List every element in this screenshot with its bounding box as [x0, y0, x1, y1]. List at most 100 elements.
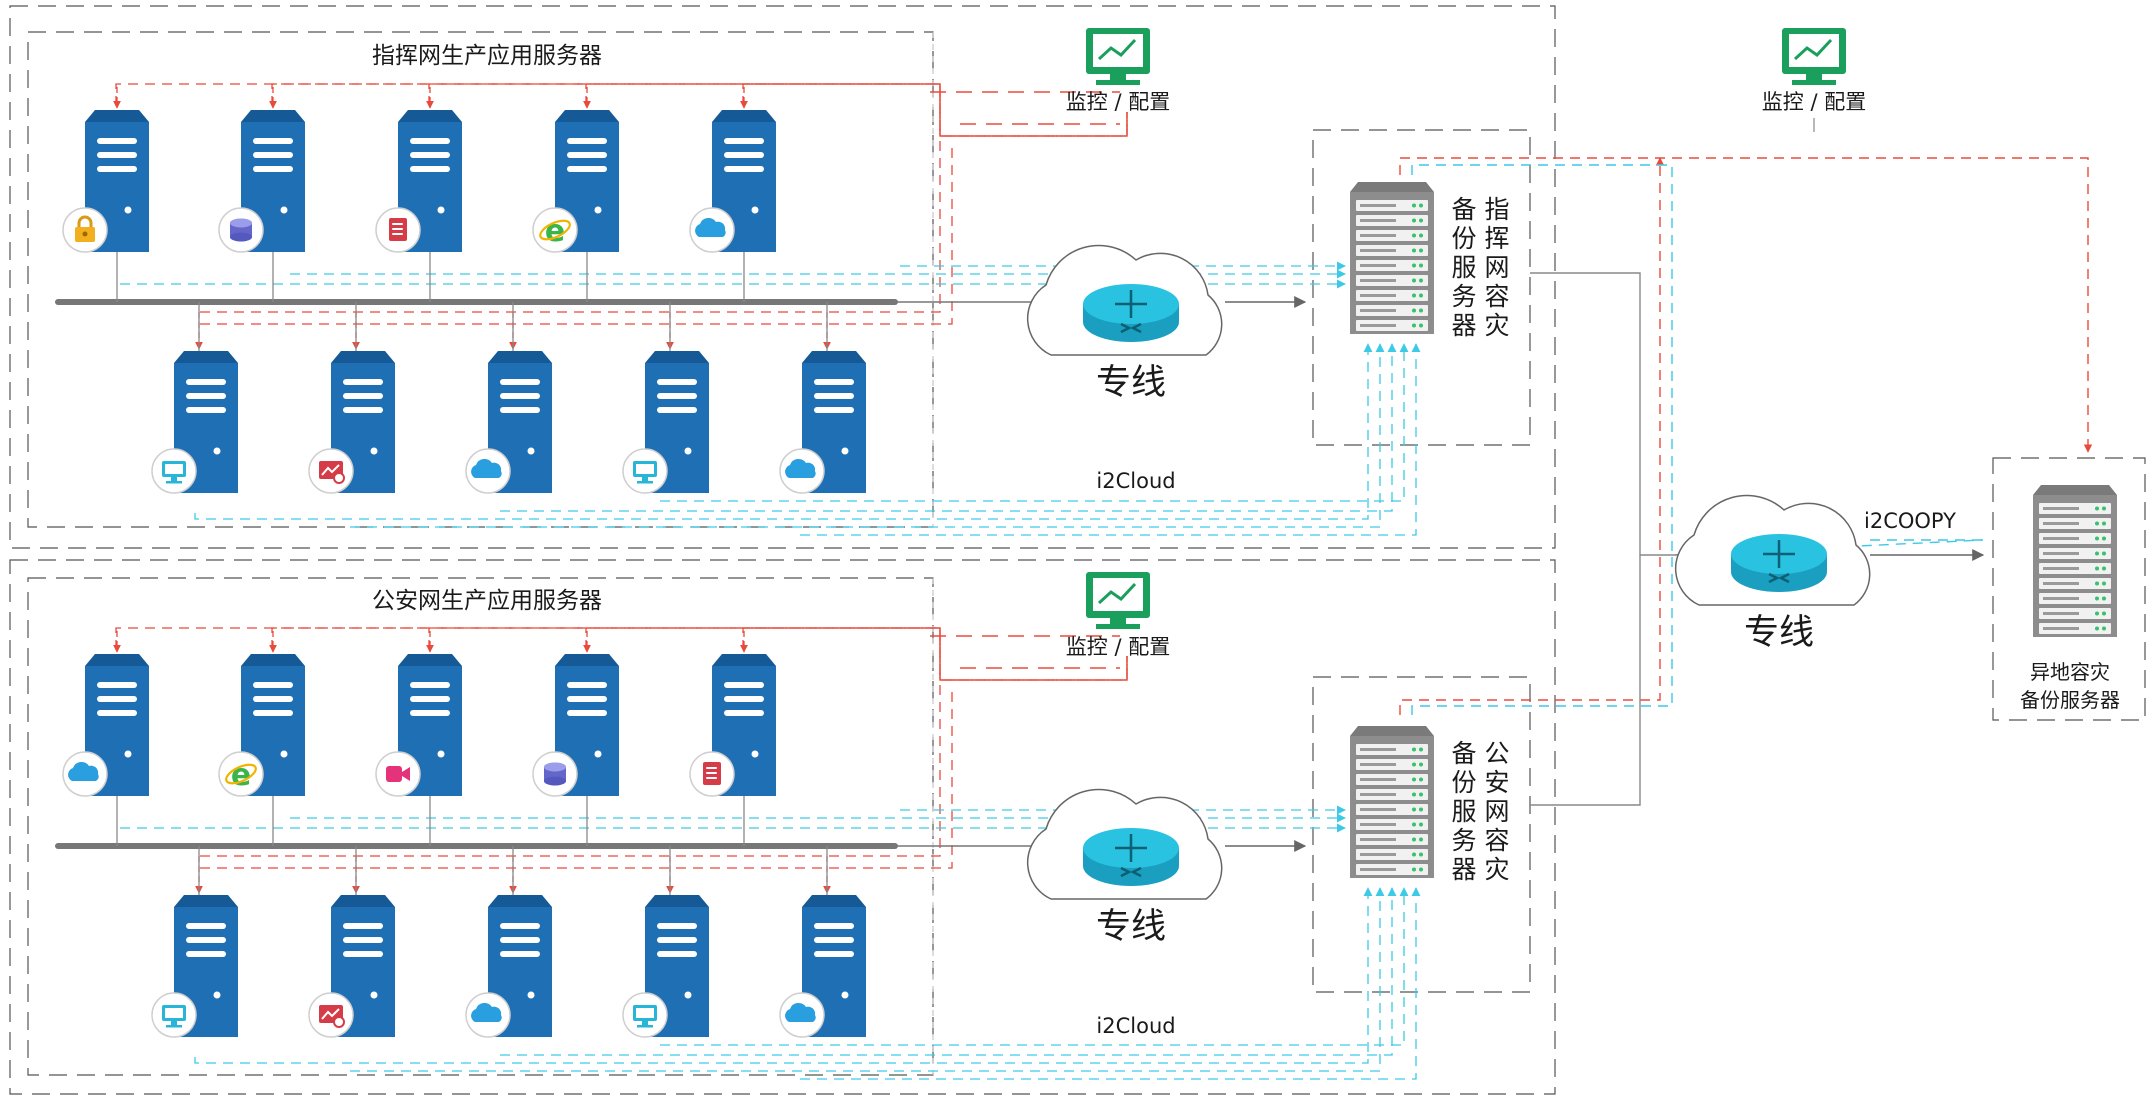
sync-line [200, 680, 941, 857]
dr-label-char: 务 [1451, 282, 1476, 311]
dr-uplink [1530, 555, 1641, 806]
chart-image-icon [308, 992, 354, 1038]
bottom-monitor-label: 监控 / 配置 [1066, 635, 1170, 659]
sync-line [660, 343, 1409, 502]
dr-label-char: 挥 [1484, 224, 1509, 253]
ie-browser-icon: e [218, 751, 264, 797]
dr-backup-server [1350, 726, 1434, 878]
leased-line-router [1026, 244, 1223, 356]
dr-label-char: 备 [1451, 739, 1476, 768]
remote-server-label-1: 异地容灾 [2030, 660, 2110, 684]
app-server [308, 895, 395, 1038]
cloud-icon [465, 992, 511, 1038]
app-server [779, 351, 866, 494]
bottom-zone-frame [9, 559, 1556, 1095]
bottom-line-label: 专线 [1096, 907, 1166, 947]
monitor-config-icon [1086, 572, 1150, 629]
app-server [779, 895, 866, 1038]
svg-text:e: e [231, 758, 251, 793]
dr-label-char: 务 [1451, 826, 1476, 855]
dr-uplink [1530, 272, 1690, 556]
app-server [689, 110, 776, 253]
remote-monitor-config-icon [1782, 28, 1846, 85]
app-server [532, 654, 619, 797]
remote-line-label: 专线 [1744, 613, 1814, 653]
app-server [151, 895, 238, 1038]
app-server [622, 351, 709, 494]
dr-label-char: 器 [1451, 855, 1476, 884]
config-line [742, 627, 1128, 681]
chart-image-icon [308, 448, 354, 494]
bottom-cloud-label: i2Cloud [1096, 1014, 1175, 1038]
app-server [308, 351, 395, 494]
top-production-frame [27, 31, 934, 528]
remote-dr-frame [1992, 457, 2146, 721]
app-server [375, 110, 462, 253]
app-server: e [532, 110, 619, 253]
dr-backup-server [1350, 182, 1434, 334]
dr-label-char: 网 [1484, 253, 1509, 282]
top-zone-title: 指挥网生产应用服务器 [372, 43, 602, 69]
sync-line [200, 136, 941, 313]
sync-line [500, 343, 1397, 512]
cloud-icon [779, 992, 825, 1038]
sync-line [660, 887, 1409, 1046]
app-server [465, 351, 552, 494]
sync-line [350, 887, 1385, 1072]
dr-label-char: 器 [1451, 311, 1476, 340]
top-line-label: 专线 [1096, 363, 1166, 403]
dr-label-char: 公 [1484, 739, 1509, 768]
app-server [375, 654, 462, 797]
cloud-icon [779, 448, 825, 494]
dr-label-char: 容 [1484, 282, 1509, 311]
cloud-icon [465, 448, 511, 494]
cloud-icon [62, 751, 108, 797]
sync-lines [113, 83, 2093, 1080]
dr-label-char: 份 [1451, 224, 1476, 253]
cloud-icon [689, 207, 735, 253]
sync-line [800, 343, 1421, 536]
monitor-icon [151, 992, 197, 1038]
sync-line [200, 148, 953, 325]
config-line [742, 83, 1128, 137]
dr-label-char: 安 [1484, 768, 1509, 797]
config-line [428, 627, 1128, 681]
app-server [622, 895, 709, 1038]
app-server [62, 654, 149, 797]
app-server: e [218, 654, 305, 797]
config-line [1399, 157, 2093, 453]
dr-label-char: 网 [1484, 797, 1509, 826]
remote-server-label-2: 备份服务器 [2020, 688, 2120, 712]
config-line [428, 83, 1128, 137]
monitor-icon [151, 448, 197, 494]
sync-line [1411, 555, 1673, 715]
leased-line-router [1026, 788, 1223, 900]
app-server [689, 654, 776, 797]
top-zone-frame [9, 5, 1556, 549]
app-server [62, 110, 149, 253]
remote-monitor-label: 监控 / 配置 [1762, 90, 1866, 114]
monitor-icon [622, 448, 668, 494]
dr-label-char: 份 [1451, 768, 1476, 797]
monitor-icon [622, 992, 668, 1038]
top-cloud-label: i2Cloud [1096, 469, 1175, 493]
servers: ee [62, 28, 2117, 1038]
svg-text:e: e [545, 214, 565, 249]
top-monitor-label: 监控 / 配置 [1066, 90, 1170, 114]
sync-line [1411, 164, 1984, 556]
dr-label-char: 备 [1451, 195, 1476, 224]
remote-leased-line-router [1674, 494, 1871, 606]
bottom-dr-frame [1312, 676, 1531, 993]
dr-label-char: 服 [1451, 797, 1476, 826]
database-icon [532, 751, 578, 797]
dr-label-char: 服 [1451, 253, 1476, 282]
dr-label-char: 灾 [1484, 855, 1509, 884]
zone-frames [9, 5, 2146, 1095]
sync-line [800, 887, 1421, 1080]
sync-line [200, 692, 953, 869]
app-server [151, 351, 238, 494]
top-dr-frame [1312, 129, 1531, 446]
document-icon [689, 751, 735, 797]
